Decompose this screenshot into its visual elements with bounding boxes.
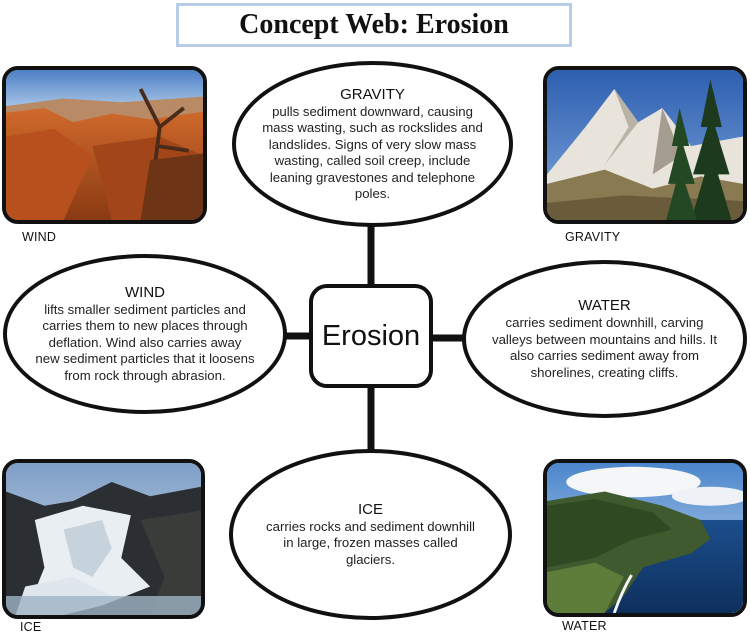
node-wind: WIND lifts smaller sediment particles an…: [3, 254, 287, 414]
caption-water: WATER: [562, 619, 607, 633]
node-gravity-heading: GRAVITY: [340, 85, 405, 103]
title-box: Concept Web: Erosion: [176, 3, 572, 47]
glacier-photo: [2, 459, 205, 619]
coastline-photo: [543, 459, 747, 617]
node-water-heading: WATER: [578, 297, 631, 314]
node-gravity-text: pulls sediment downward, causing mass wa…: [262, 103, 483, 202]
node-ice: ICE carries rocks and sediment downhill …: [229, 449, 512, 620]
page-title: Concept Web: Erosion: [239, 9, 509, 40]
caption-ice: ICE: [20, 620, 42, 634]
caption-gravity: GRAVITY: [565, 230, 621, 244]
node-wind-heading: WIND: [125, 283, 165, 301]
caption-wind: WIND: [22, 230, 57, 244]
node-wind-text: lifts smaller sediment particles and car…: [35, 301, 255, 383]
node-ice-text: carries rocks and sediment downhill in l…: [266, 518, 475, 567]
node-water-text: carries sediment downhill, carving valle…: [491, 315, 718, 380]
center-label: Erosion: [321, 319, 421, 352]
node-gravity: GRAVITY pulls sediment downward, causing…: [232, 61, 513, 227]
mountain-photo: [543, 66, 747, 224]
center-node: Erosion: [309, 284, 433, 388]
canyon-photo: [2, 66, 207, 224]
node-ice-heading: ICE: [357, 500, 383, 518]
node-water: WATER carries sediment downhill, carving…: [462, 260, 747, 418]
